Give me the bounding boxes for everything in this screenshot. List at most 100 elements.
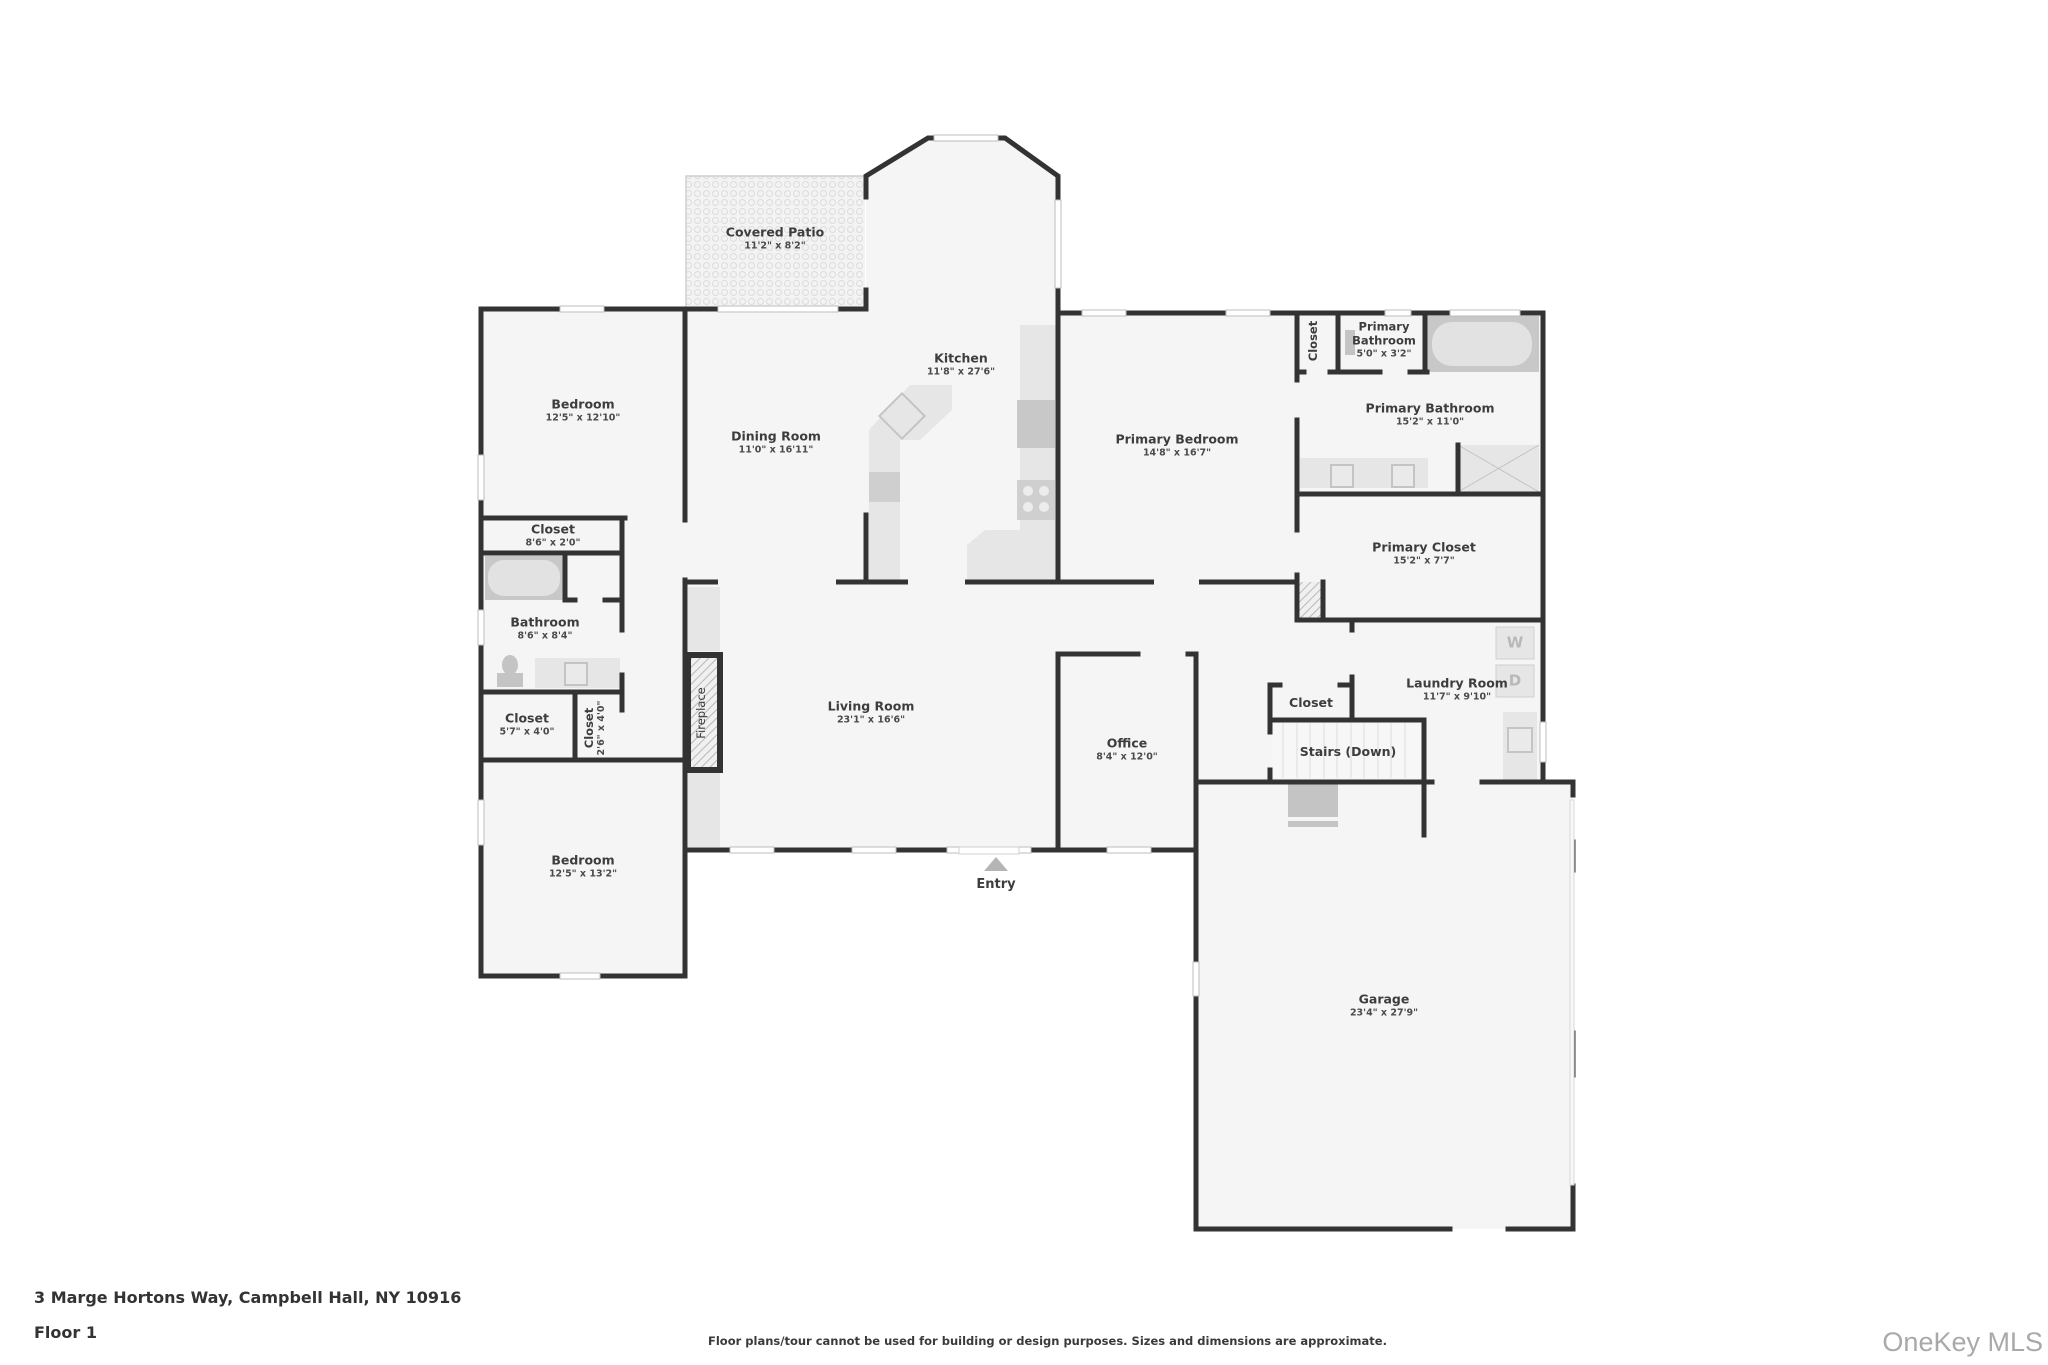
laundry-sink (1507, 727, 1533, 753)
hatched-chase (1297, 582, 1323, 620)
kitchen-island (869, 385, 952, 580)
washer-letter: W (1506, 633, 1524, 652)
label-primary-closet: Primary Closet 15'2" x 7'7" (1372, 539, 1476, 567)
disclaimer: Floor plans/tour cannot be used for buil… (708, 1334, 1387, 1348)
label-living-room: Living Room 23'1" x 16'6" (828, 698, 915, 726)
room-name: Garage (1358, 991, 1410, 1007)
room-name: Closet (1305, 320, 1320, 362)
fireplace-hearth (685, 652, 723, 773)
label-stairs: Stairs (Down) (1300, 744, 1397, 760)
room-name: Stairs (Down) (1299, 744, 1397, 760)
label-dining-room: Dining Room 11'0" x 16'11" (731, 428, 821, 456)
room-name: Closet (1289, 695, 1333, 711)
floor-fills (481, 138, 1573, 1229)
dryer-letter: D (1508, 671, 1522, 690)
label-bathroom: Bathroom 8'6" x 8'4" (510, 614, 579, 642)
burner (1023, 486, 1033, 496)
label-kitchen: Kitchen 11'8" x 27'6" (927, 350, 995, 378)
kitchen-counter-bottom (967, 530, 1020, 580)
room-name-line1: Primary (1358, 319, 1410, 334)
primary-tub (1432, 322, 1532, 366)
living-floor (685, 582, 1058, 850)
room-dimensions: 11'0" x 16'11" (738, 443, 814, 455)
room-name: Bedroom (551, 852, 615, 868)
room-dimensions: 5'0" x 3'2" (1356, 348, 1412, 360)
room-dimensions: 12'5" x 12'10" (545, 411, 621, 423)
room-dimensions: 15'2" x 11'0" (1395, 415, 1465, 427)
label-primary-wc: Primary Bathroom 5'0" x 3'2" (1352, 320, 1416, 361)
room-dimensions: 12'5" x 13'2" (548, 867, 618, 879)
kitchen-counter-right (1020, 325, 1056, 580)
room-name: Closet (581, 707, 596, 749)
built-in-lower (688, 773, 720, 847)
burner (1039, 486, 1049, 496)
room-dimensions: 11'8" x 27'6" (926, 365, 996, 377)
walls (478, 135, 1576, 1232)
primary-sink-1 (1330, 464, 1354, 488)
built-in-upper (688, 587, 720, 651)
toilet-tank (497, 673, 523, 687)
sink (564, 662, 588, 686)
stairs-treads (1272, 723, 1424, 778)
room-name: Bedroom (551, 396, 615, 412)
room-name: Primary Bathroom (1365, 400, 1495, 416)
room-dimensions: 8'4" x 12'0" (1096, 750, 1158, 762)
label-primary-bedroom: Primary Bedroom 14'8" x 16'7" (1115, 431, 1238, 459)
label-closet-2: Closet 5'7" x 4'0" (500, 710, 555, 738)
room-dimensions: 15'2" x 7'7" (1393, 554, 1455, 566)
bathtub (488, 560, 560, 596)
room-name-line2: Bathroom (1352, 334, 1416, 349)
room-dimensions: 23'1" x 16'6" (836, 713, 906, 725)
washer-box (1495, 626, 1535, 660)
property-address: 3 Marge Hortons Way, Campbell Hall, NY 1… (34, 1288, 462, 1307)
room-name: Primary Bedroom (1115, 431, 1239, 447)
room-dimensions: 8'6" x 8'4" (517, 629, 573, 641)
room-name: Office (1106, 735, 1148, 751)
room-name: Closet (505, 710, 549, 726)
refrigerator (1017, 400, 1055, 448)
room-name: Kitchen (934, 350, 988, 366)
label-closet-primary: Closet (1306, 321, 1320, 361)
entry-arrow-shape (984, 857, 1008, 871)
label-bedroom-2: Bedroom 12'5" x 13'2" (549, 852, 617, 880)
label-hall-closet: Closet (1289, 695, 1333, 711)
room-dimensions: 8'6" x 2'0" (525, 536, 581, 548)
mls-watermark: OneKey MLS (1882, 1327, 2043, 1357)
label-closet-1: Closet 8'6" x 2'0" (526, 521, 581, 549)
label-bedroom-1: Bedroom 12'5" x 12'10" (546, 396, 621, 424)
fixtures (485, 316, 1540, 847)
garage-step-lower (1288, 821, 1338, 827)
room-name: Covered Patio (725, 224, 825, 240)
label-covered-patio: Covered Patio 11'2" x 8'2" (726, 224, 824, 252)
label-office: Office 8'4" x 12'0" (1096, 735, 1158, 763)
room-name: Fireplace (693, 687, 708, 739)
garage-steps (1288, 784, 1338, 817)
room-dimensions: 14'8" x 16'7" (1142, 446, 1212, 458)
dining-floor (685, 309, 867, 582)
stove (1017, 480, 1055, 520)
burner (1023, 502, 1033, 512)
room-dimensions: 2'6" x 4'0" (596, 700, 608, 756)
room-name: Primary Closet (1372, 539, 1476, 555)
room-dimensions: 11'7" x 9'10" (1422, 690, 1492, 702)
room-name: Bathroom (510, 614, 580, 630)
dryer-label: D (1509, 672, 1521, 691)
garage-floor (1196, 782, 1573, 1229)
burner (1039, 502, 1049, 512)
dishwasher (869, 472, 900, 502)
covered-patio-floor (686, 176, 865, 309)
label-garage: Garage 23'4" x 27'9" (1350, 991, 1418, 1019)
room-dimensions: 11'2" x 8'2" (744, 239, 806, 251)
washer-label: W (1507, 634, 1524, 653)
doorways (718, 579, 1199, 855)
island-sink (877, 391, 927, 441)
room-dimensions: 23'4" x 27'9" (1349, 1006, 1419, 1018)
label-primary-bathroom: Primary Bathroom 15'2" x 11'0" (1366, 400, 1495, 428)
room-name: Living Room (827, 698, 915, 714)
room-name: Closet (531, 521, 575, 537)
room-name: Dining Room (731, 428, 821, 444)
label-laundry-room: Laundry Room 11'7" x 9'10" (1406, 675, 1508, 703)
dryer-box (1495, 664, 1535, 698)
toilet (502, 655, 518, 675)
